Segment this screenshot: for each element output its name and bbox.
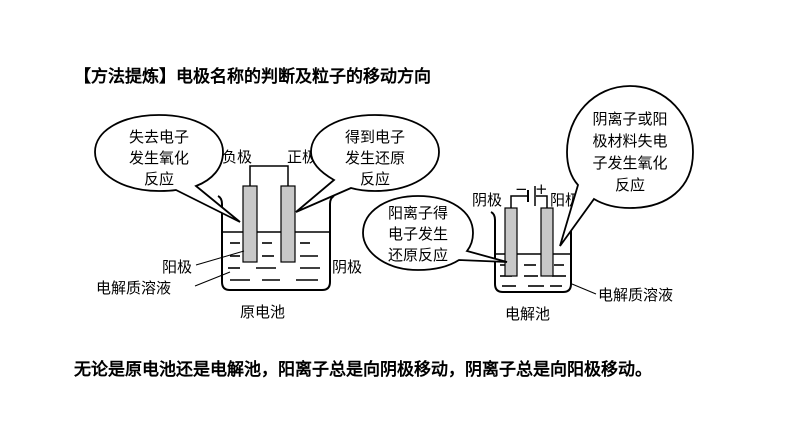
- galvanic-negative-electrode: [242, 185, 258, 263]
- galvanic-caption: 原电池: [240, 303, 285, 321]
- electrolytic-cell: − + 阴极 阳极 电解质溶液 电解池 阳离子得 电子发生 还原反应 阴离子或阳…: [362, 85, 694, 323]
- electrolytic-cathode-label: 阴极: [472, 191, 502, 209]
- electrolytic-cathode-electrode: [504, 207, 518, 277]
- galvanic-anode-label: 阳极: [162, 258, 192, 276]
- electrolytic-right-bubble-line-2: 极材料失电: [592, 132, 667, 150]
- galvanic-right-bubble-line-3: 反应: [360, 170, 390, 188]
- galvanic-left-bubble-line-2: 发生氧化: [129, 149, 189, 167]
- electrolytic-wire-left: [510, 195, 527, 208]
- electrolytic-caption: 电解池: [505, 305, 550, 323]
- electrolytic-left-bubble-line-3: 还原反应: [388, 246, 448, 264]
- galvanic-beaker: [217, 195, 335, 291]
- electrolytic-right-bubble-line-4: 反应: [615, 176, 645, 194]
- galvanic-right-bubble-line-1: 得到电子: [345, 128, 405, 146]
- galvanic-cell: 负极 正极 阳极 阴极 电解质溶液 原电池 失去电子 发生氧化 反应 得到电子 …: [94, 114, 440, 321]
- page-title: 【方法提炼】电极名称的判断及粒子的移动方向: [74, 67, 431, 87]
- battery-plus-sign: +: [535, 180, 548, 198]
- electrolytic-wire-right: [536, 195, 548, 208]
- electrolytic-right-bubble-line-3: 子发生氧化: [592, 154, 667, 172]
- galvanic-left-bubble-line-1: 失去电子: [129, 128, 189, 146]
- conclusion-text: 无论是原电池还是电解池，阳离子总是向阴极移动，阴离子总是向阳极移动。: [74, 360, 652, 380]
- galvanic-electrolyte-label: 电解质溶液: [96, 279, 171, 297]
- electrolytic-liquid: [500, 264, 566, 287]
- galvanic-left-bubble: [94, 114, 241, 223]
- electrolytic-anode-electrode: [540, 207, 554, 277]
- electrolytic-right-bubble-line-1: 阴离子或阳: [592, 110, 667, 128]
- galvanic-positive-label: 正极: [287, 148, 317, 166]
- electrolytic-left-bubble: [362, 195, 508, 271]
- galvanic-liquid: [228, 242, 320, 281]
- galvanic-wire: [249, 165, 289, 186]
- battery-minus-sign: −: [515, 180, 528, 198]
- galvanic-negative-label: 负极: [222, 148, 252, 166]
- galvanic-left-bubble-line-3: 反应: [144, 170, 174, 188]
- electrolytic-right-bubble: [559, 85, 694, 247]
- galvanic-right-bubble-line-2: 发生还原: [345, 149, 405, 167]
- electrolytic-beaker: [490, 211, 576, 293]
- galvanic-right-bubble: [295, 114, 440, 213]
- galvanic-cathode-label: 阴极: [332, 258, 362, 276]
- electrolytic-left-bubble-line-1: 阳离子得: [388, 204, 448, 222]
- galvanic-positive-electrode: [280, 185, 296, 263]
- electrolytic-left-bubble-line-2: 电子发生: [388, 225, 448, 243]
- electrolytic-electrolyte-label: 电解质溶液: [598, 286, 673, 304]
